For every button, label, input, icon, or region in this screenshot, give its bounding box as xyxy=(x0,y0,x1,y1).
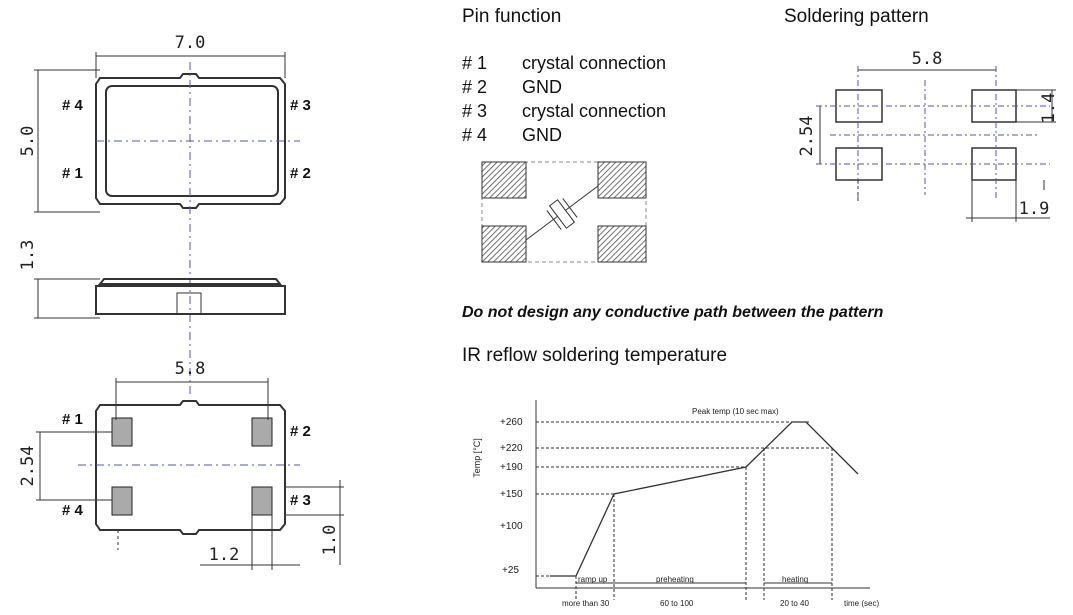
reflow-title: IR reflow soldering temperature xyxy=(462,345,728,366)
duration-ramp-up: more than 30 xyxy=(562,599,610,608)
reflow-curve xyxy=(550,421,859,577)
bottom-pad-width-dim: 1.2 xyxy=(209,545,240,565)
pattern-pad-height-dim: 1.4 xyxy=(1039,93,1059,124)
duration-preheating: 60 to 100 xyxy=(660,599,694,608)
pin-description: crystal connection xyxy=(522,101,667,121)
warning-note: Do not design any conductive path betwee… xyxy=(462,304,884,321)
pin-function-title: Pin function xyxy=(462,6,562,27)
bottom-width-dim: 5.8 xyxy=(175,359,206,379)
y-tick-100: +100 xyxy=(500,521,523,532)
bottom-pin-label-tl: # 1 xyxy=(62,411,83,428)
side-view-outline xyxy=(97,278,283,285)
top-width-dim: 7.0 xyxy=(175,33,206,53)
pin-label-tr: # 3 xyxy=(290,97,311,114)
bottom-pin-label-tr: # 2 xyxy=(290,423,311,440)
reflow-profile-chart: Temp [°C] Peak temp (10 sec max) +260 +2… xyxy=(472,400,879,608)
pin-label-br: # 2 xyxy=(290,165,311,182)
pattern-pad-width-dim: 1.9 xyxy=(1019,199,1050,219)
y-tick-150: +150 xyxy=(500,489,523,500)
pin-label-tl: # 4 xyxy=(62,97,84,114)
pin-row: # 4 GND xyxy=(462,123,666,147)
bottom-height-dim: 2.54 xyxy=(18,446,38,487)
top-view-outline xyxy=(95,73,286,209)
mechanical-drawing: 7.0 5.0 # 4 # 3 # 1 # 2 1.3 5.8 2.54 # 1… xyxy=(18,33,344,570)
pin-number: # 4 xyxy=(462,125,488,145)
pin-row: # 3 crystal connection xyxy=(462,99,666,123)
pin-description: GND xyxy=(522,77,562,97)
x-axis-label: time (sec) xyxy=(844,599,879,608)
stage-ramp-up: ramp up xyxy=(578,575,608,584)
stage-heating: heating xyxy=(782,575,808,584)
y-tick-260: +260 xyxy=(500,417,523,428)
peak-label: Peak temp (10 sec max) xyxy=(692,407,779,416)
top-height-dim: 5.0 xyxy=(18,126,38,157)
pin-description: GND xyxy=(522,125,562,145)
y-tick-190: +190 xyxy=(500,462,523,473)
pin-number: # 3 xyxy=(462,101,488,121)
pin-number: # 2 xyxy=(462,77,488,97)
pin-label-bl: # 1 xyxy=(62,165,83,182)
bottom-pin-label-br: # 3 xyxy=(290,492,311,509)
y-tick-25: +25 xyxy=(502,565,519,576)
pin-row: # 2 GND xyxy=(462,75,666,99)
pin-description: crystal connection xyxy=(522,53,667,73)
pattern-height-dim: 2.54 xyxy=(797,116,817,157)
soldering-pattern-title: Soldering pattern xyxy=(784,6,929,27)
soldering-pattern-drawing: 5.8 2.54 1.4 1.9 xyxy=(797,49,1059,222)
duration-heating: 20 to 40 xyxy=(780,599,809,608)
pin-function-list: # 1 crystal connection # 2 GND # 3 crystal … xyxy=(462,51,666,147)
pattern-width-dim: 5.8 xyxy=(912,49,943,69)
pin-number: # 1 xyxy=(462,53,488,73)
y-tick-220: +220 xyxy=(500,443,523,454)
stage-preheating: preheating xyxy=(656,575,694,584)
bottom-view-outline xyxy=(95,400,286,535)
side-height-dim: 1.3 xyxy=(18,240,38,271)
pin-row: # 1 crystal connection xyxy=(462,51,666,75)
crystal-schematic xyxy=(481,161,647,263)
bottom-pin-label-bl: # 4 xyxy=(62,502,84,519)
bottom-pad-dim: 1.0 xyxy=(320,525,340,556)
y-axis-label: Temp [°C] xyxy=(472,438,482,478)
